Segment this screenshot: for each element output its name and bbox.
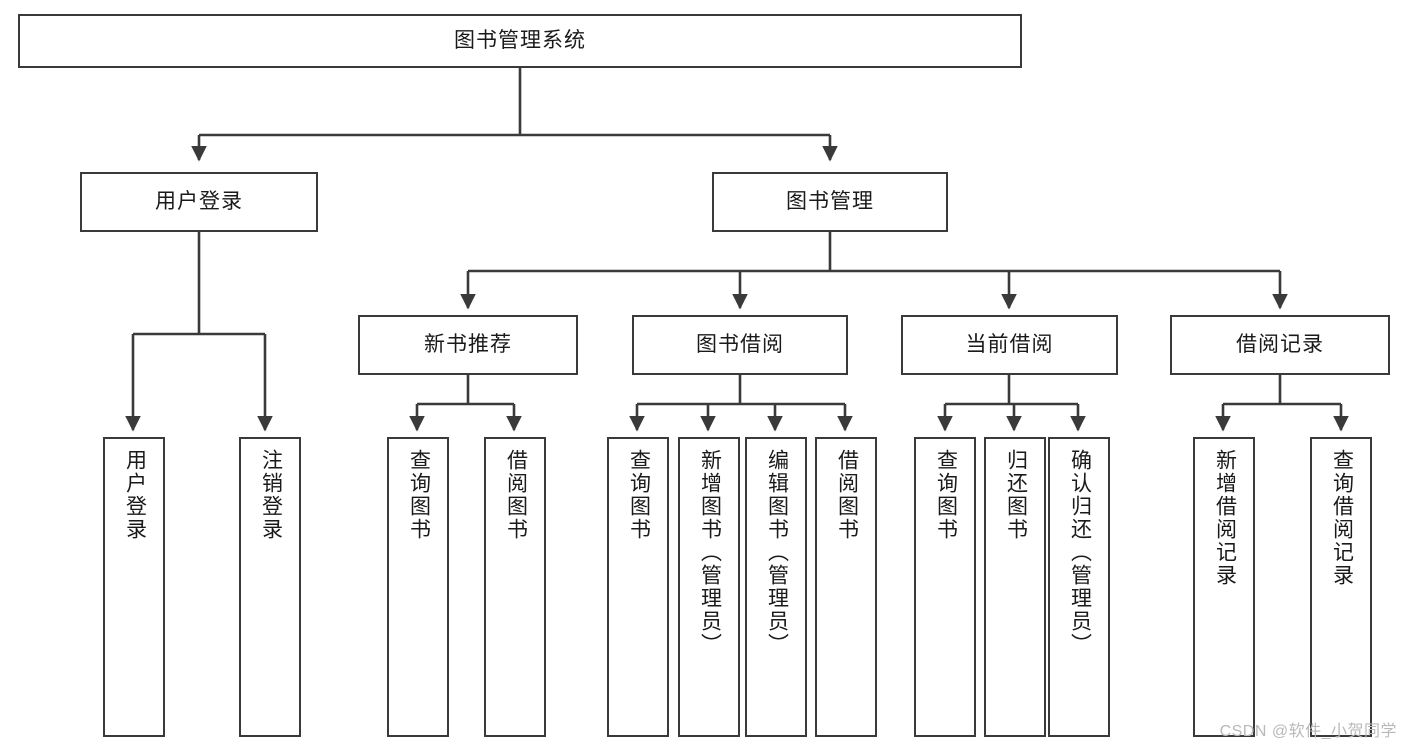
node-label: 图书借阅 xyxy=(696,333,784,357)
leaf-current-query-book[interactable]: 查询图书 xyxy=(914,437,976,737)
leaf-user-login-signout[interactable]: 注销登录 xyxy=(239,437,301,737)
leaf-label: 确认归还（管理员） xyxy=(1068,449,1092,656)
leaf-label: 归还图书 xyxy=(1004,449,1028,541)
leaf-label: 查询图书 xyxy=(407,449,431,541)
leaf-record-query-record[interactable]: 查询借阅记录 xyxy=(1310,437,1372,737)
node-book-management[interactable]: 图书管理 xyxy=(712,172,948,232)
leaf-label: 编辑图书（管理员） xyxy=(765,449,789,656)
leaf-borrow-borrow-book[interactable]: 借阅图书 xyxy=(815,437,877,737)
node-root-system[interactable]: 图书管理系统 xyxy=(18,14,1022,68)
node-label: 借阅记录 xyxy=(1236,333,1324,357)
watermark-text: CSDN @软件_小贺同学 xyxy=(1219,723,1397,740)
leaf-user-login-signin[interactable]: 用户登录 xyxy=(103,437,165,737)
leaf-borrow-add-book-admin[interactable]: 新增图书（管理员） xyxy=(678,437,740,737)
leaf-borrow-query-book[interactable]: 查询图书 xyxy=(607,437,669,737)
leaf-label: 注销登录 xyxy=(259,449,283,541)
leaf-label: 借阅图书 xyxy=(504,449,528,541)
leaf-label: 查询图书 xyxy=(934,449,958,541)
leaf-label: 新增图书（管理员） xyxy=(698,449,722,656)
node-label: 新书推荐 xyxy=(424,333,512,357)
node-label: 用户登录 xyxy=(155,190,243,214)
leaf-recommend-borrow-book[interactable]: 借阅图书 xyxy=(484,437,546,737)
leaf-label: 新增借阅记录 xyxy=(1213,449,1237,587)
leaf-record-add-record[interactable]: 新增借阅记录 xyxy=(1193,437,1255,737)
leaf-label: 借阅图书 xyxy=(835,449,859,541)
node-book-borrow[interactable]: 图书借阅 xyxy=(632,315,848,375)
node-label: 当前借阅 xyxy=(965,333,1054,357)
leaf-label: 查询图书 xyxy=(627,449,651,541)
leaf-label: 用户登录 xyxy=(123,449,147,541)
node-user-login[interactable]: 用户登录 xyxy=(80,172,318,232)
leaf-recommend-query-book[interactable]: 查询图书 xyxy=(387,437,449,737)
leaf-current-confirm-return-admin[interactable]: 确认归还（管理员） xyxy=(1048,437,1110,737)
node-new-book-recommend[interactable]: 新书推荐 xyxy=(358,315,578,375)
leaf-borrow-edit-book-admin[interactable]: 编辑图书（管理员） xyxy=(745,437,807,737)
node-current-borrow[interactable]: 当前借阅 xyxy=(901,315,1118,375)
leaf-label: 查询借阅记录 xyxy=(1330,449,1354,587)
node-label: 图书管理 xyxy=(786,190,874,214)
leaf-current-return-book[interactable]: 归还图书 xyxy=(984,437,1046,737)
node-label: 图书管理系统 xyxy=(454,29,586,53)
node-borrow-record[interactable]: 借阅记录 xyxy=(1170,315,1390,375)
